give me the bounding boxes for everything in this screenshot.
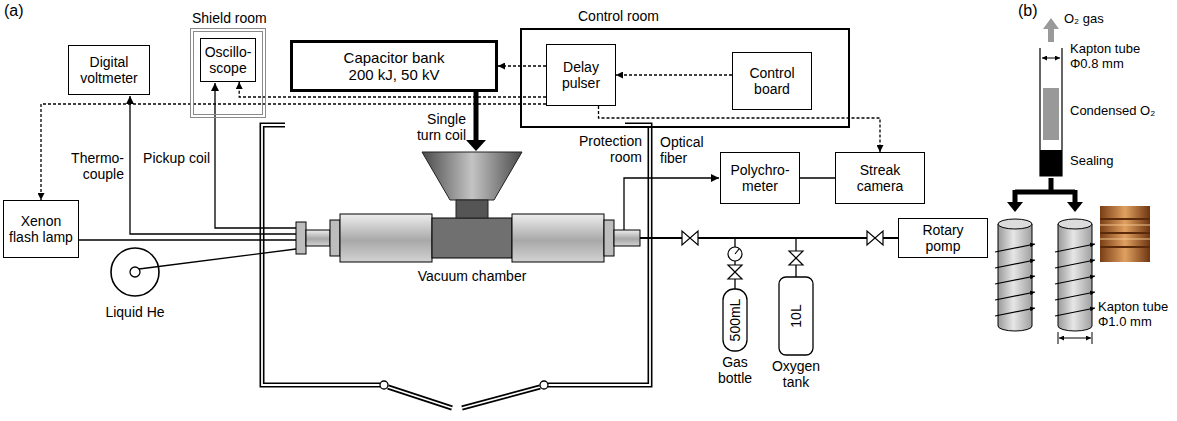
volume-label: 500mL	[727, 299, 743, 342]
room-outline: Shield roomOscillo- scope	[190, 28, 266, 118]
box-label: Control board	[737, 65, 807, 97]
signal-connector	[616, 74, 732, 75]
instrument-box: Rotary pomp	[898, 218, 988, 258]
signal-connector	[498, 65, 546, 66]
instrument-box: Digital voltmeter	[68, 45, 150, 95]
annotation-label: O₂ gas	[1064, 12, 1104, 27]
annotation-label: Pickup coil	[136, 150, 210, 166]
valve-symbol	[682, 231, 883, 279]
cylinder-heading: Gas bottle	[711, 354, 759, 386]
instrument-box: Delay pulser	[546, 44, 616, 106]
box-label: Digital voltmeter	[73, 54, 145, 86]
annotation-label: Condensed O₂	[1070, 104, 1176, 119]
annotation-label: Single turn coil	[402, 111, 466, 143]
annotation-label: Optical fiber	[660, 134, 718, 166]
box-label: Delay pulser	[551, 59, 611, 91]
annotation-label: Sealing	[1070, 154, 1113, 169]
volume-label: 10L	[788, 304, 804, 327]
cylinder-body	[723, 289, 747, 351]
box-label: Streak camera	[840, 162, 920, 194]
box-label: Capacitor bank 200 kJ, 50 kV	[335, 49, 453, 84]
instrument-box: Oscillo- scope	[200, 38, 256, 82]
instrument-box: Polychro- meter	[720, 152, 800, 204]
gas-cylinder: 500mL Gas bottle	[711, 288, 759, 390]
cylinder-heading: Oxygen tank	[768, 358, 824, 390]
annotation-label: (a)	[4, 2, 24, 20]
annotation-label: (b)	[1018, 2, 1038, 20]
coil-former	[998, 219, 1092, 331]
vacuum-chamber	[296, 214, 640, 262]
room-outline: Control roomDelay pulserControl board	[520, 28, 850, 128]
annotation-label: Thermo- couple	[60, 150, 124, 182]
box-label: Rotary pomp	[903, 222, 983, 254]
gas-cylinder: 10L Oxygen tank	[768, 276, 824, 394]
annotation-label: Protection room	[560, 133, 642, 165]
sample-tube	[1040, 18, 1062, 176]
annotation-label: Kapton tube Φ1.0 mm	[1098, 300, 1175, 330]
box-label: Polychro- meter	[725, 162, 795, 194]
coil-photo	[1100, 206, 1150, 262]
instrument-box: Control board	[732, 52, 812, 110]
annotation-label: Liquid He	[95, 304, 175, 320]
instrument-box: Streak camera	[835, 152, 925, 204]
box-label: Oscillo- scope	[205, 44, 252, 76]
instrument-box: Xenon flash lamp	[3, 200, 79, 258]
cylinder-body	[779, 277, 813, 355]
annotation-label: Vacuum chamber	[402, 268, 542, 284]
box-label: Xenon flash lamp	[8, 213, 74, 245]
instrument-box: Capacitor bank 200 kJ, 50 kV	[290, 40, 498, 92]
single-turn-coil	[422, 152, 522, 218]
pressure-gauge	[728, 247, 742, 261]
annotation-label: Kapton tube Φ0.8 mm	[1070, 42, 1156, 72]
transfer-arrow	[1007, 178, 1083, 212]
signal-connector	[41, 104, 546, 200]
signal-connector	[800, 177, 835, 178]
current-arrow	[466, 92, 486, 151]
coil-winding	[995, 244, 1095, 344]
room-heading: Control room	[578, 8, 659, 24]
room-heading: Shield room	[192, 10, 267, 26]
protection-wall	[262, 125, 650, 408]
